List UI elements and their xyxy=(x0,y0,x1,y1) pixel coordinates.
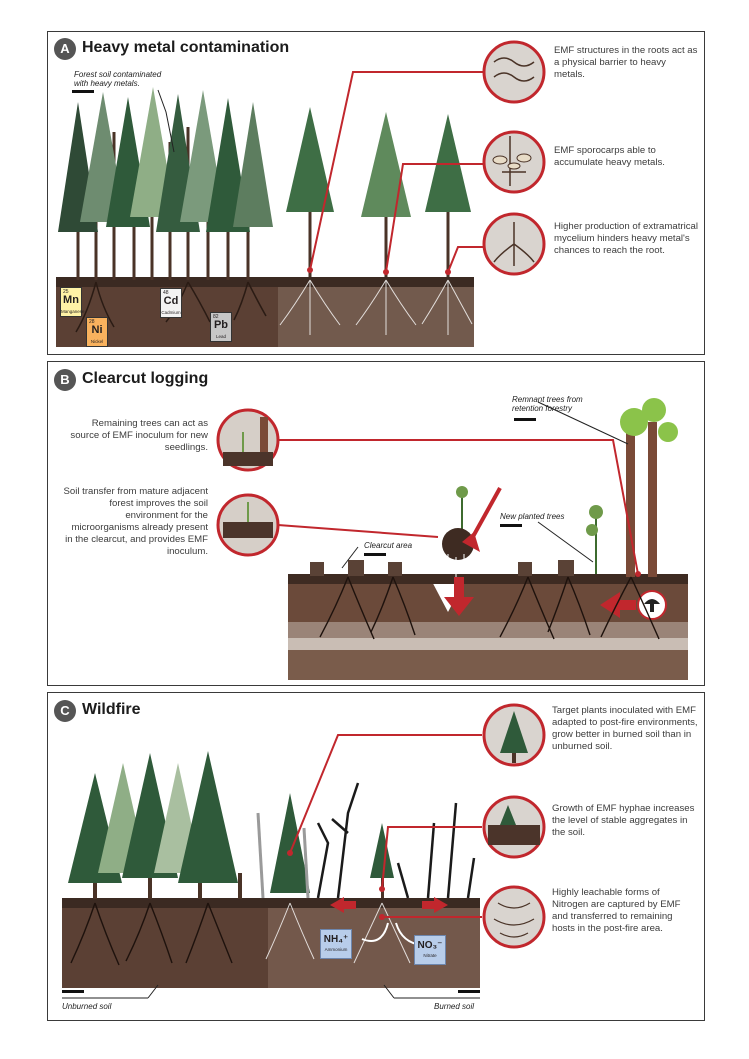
panel-b-badge: B xyxy=(54,369,76,391)
label-burned-bar xyxy=(458,990,480,993)
note-mycelium: Higher production of extramatrical mycel… xyxy=(554,221,698,256)
note-root-barrier: EMF structures in the roots act as a phy… xyxy=(554,45,698,80)
note-remaining-trees: Remaining trees can act as source of EMF… xyxy=(70,418,208,453)
label-forest-soil-bar xyxy=(72,90,94,93)
label-remnant-trees: Remnant trees from retention forestry xyxy=(512,395,583,413)
panel-c-title: Wildfire xyxy=(82,701,141,718)
label-clearcut-area: Clearcut area xyxy=(364,541,413,550)
nitrate-badge: NO₃⁻Nitrate xyxy=(414,935,446,965)
label-unburned-bar xyxy=(62,990,84,993)
panel-a-title: Heavy metal contamination xyxy=(82,39,290,56)
panel-b-illustration xyxy=(216,398,688,680)
panel-a-illustration xyxy=(56,40,546,347)
note-target-plants: Target plants inoculated with EMF adapte… xyxy=(552,705,698,752)
panel-heavy-metal: A Heavy metal contamination xyxy=(47,31,705,355)
label-remnant-bar xyxy=(514,418,536,421)
label-clearcut-bar xyxy=(364,553,386,556)
panel-c-badge: C xyxy=(54,700,76,722)
panel-a-badge: A xyxy=(54,38,76,60)
label-new-planted-bar xyxy=(500,524,522,527)
panel-wildfire: C Wildfire xyxy=(47,692,705,1021)
panel-c-illustration xyxy=(62,703,546,999)
label-forest-soil: Forest soil contaminated with heavy meta… xyxy=(74,70,162,88)
panel-b-title: Clearcut logging xyxy=(82,370,209,387)
label-burned-soil: Burned soil xyxy=(434,1002,475,1011)
note-emf-hyphae: Growth of EMF hyphae increases the level… xyxy=(552,803,695,838)
panel-clearcut: B Clearcut logging xyxy=(47,361,705,686)
note-sporocarps: EMF sporocarps able to accumulate heavy … xyxy=(554,145,665,168)
note-soil-transfer: Soil transfer from mature adjacent fores… xyxy=(63,486,208,557)
note-nitrogen: Highly leachable forms of Nitrogen are c… xyxy=(552,887,681,934)
label-new-planted-trees: New planted trees xyxy=(500,512,565,521)
label-unburned-soil: Unburned soil xyxy=(62,1002,112,1011)
ammonium-badge: NH₄⁺Ammonium xyxy=(320,929,352,959)
